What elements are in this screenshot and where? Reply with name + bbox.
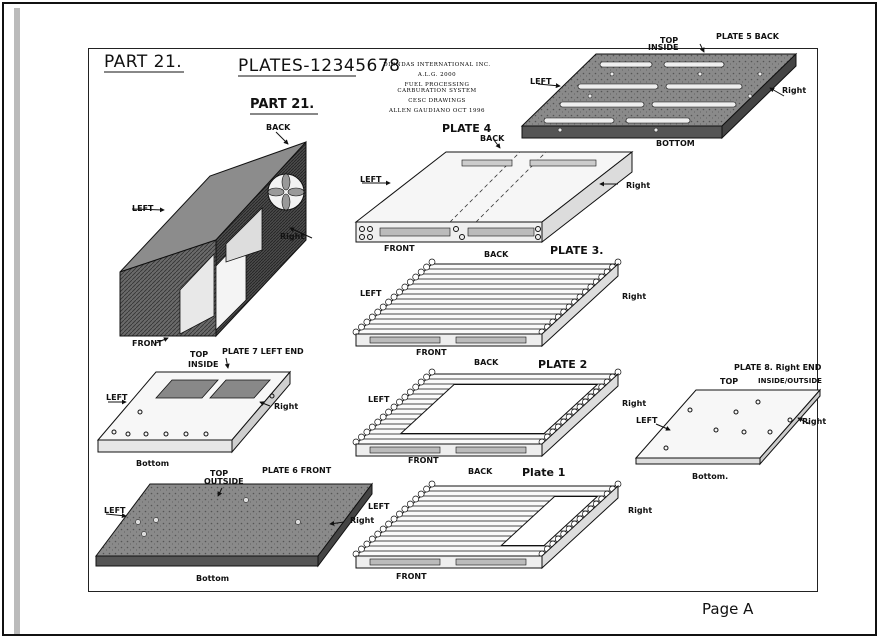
plate-5-drawing	[520, 43, 798, 140]
plate-4-drawing	[354, 139, 634, 244]
plate-1-title: Plate 1	[522, 466, 566, 479]
plate-3-right-label: Right	[622, 292, 647, 301]
stamp-line: CESC DRAWINGS	[408, 98, 466, 104]
plate-4-left-label: LEFT	[360, 175, 382, 184]
assembly-front-label: FRONT	[132, 339, 163, 348]
plate-6-top-label: TOP	[210, 469, 229, 478]
plate-7-top-label: TOP	[190, 350, 209, 359]
plates-title: PLATES-12345678	[238, 56, 401, 76]
plate-1-right-label: Right	[628, 506, 653, 515]
plate-3-left-label: LEFT	[360, 289, 382, 298]
plate-6-title: PLATE 6 FRONT	[262, 466, 332, 475]
binding-edge	[14, 8, 20, 634]
plate-2-drawing	[352, 368, 622, 458]
plate-6-left-label: LEFT	[104, 506, 126, 515]
plate-3-back-label: BACK	[484, 250, 509, 259]
plate-7-title: PLATE 7 LEFT END	[222, 347, 304, 356]
plate-2-back-label: BACK	[474, 358, 499, 367]
plate-2-right-label: Right	[622, 399, 647, 408]
plate-8-drawing	[634, 388, 822, 466]
title-stamp: DIONDAS INTERNATIONAL INC. A.L.G. 2000 F…	[382, 62, 492, 114]
plate-7-bottom-label: Bottom	[136, 459, 170, 468]
stamp-line: A.L.G. 2000	[417, 72, 457, 78]
part-subtitle: PART 21.	[250, 97, 315, 112]
plate-6-outside-label: OUTSIDE	[204, 477, 244, 486]
stamp-line: FUEL PROCESSING CARBURATION SYSTEM	[397, 82, 477, 94]
plate-3-front-label: FRONT	[416, 348, 447, 357]
drawing-frame	[88, 48, 818, 592]
page-label: Page A	[702, 600, 754, 618]
assembly-drawing	[119, 131, 313, 344]
plate-6-bottom-label: Bottom	[196, 574, 230, 583]
plate-8-bottom-label: Bottom.	[692, 472, 729, 481]
plate-8-title: PLATE 8. Right END	[734, 363, 822, 372]
plate-6-right-label: Right	[350, 516, 375, 525]
plate-5-top-label: TOP	[660, 36, 679, 45]
plate-8-left-label: LEFT	[636, 416, 658, 425]
plate-8-right-label: Right	[802, 417, 827, 426]
plate-4-title: PLATE 4	[442, 122, 492, 135]
plate-4-right-label: Right	[626, 181, 651, 190]
plate-1-back-label: BACK	[468, 467, 493, 476]
plate-7-drawing	[96, 357, 292, 454]
assembly-right-label: Right	[280, 232, 305, 241]
assembly-left-label: LEFT	[132, 204, 154, 213]
plate-1-front-label: FRONT	[396, 572, 427, 581]
plate-6-drawing	[95, 482, 373, 568]
plate-5-left-label: LEFT	[530, 77, 552, 86]
plate-5-right-label: Right	[782, 86, 807, 95]
part-title: PART 21.	[104, 52, 183, 72]
plate-5-title: PLATE 5 BACK	[716, 32, 779, 41]
plate-2-title: PLATE 2	[538, 358, 588, 371]
plate-3-drawing	[352, 258, 622, 348]
plate-7-inside-label: INSIDE	[188, 360, 219, 369]
plate-7-right-label: Right	[274, 402, 299, 411]
stamp-line: DIONDAS INTERNATIONAL INC.	[383, 62, 491, 68]
plate-4-back-label: BACK	[480, 134, 505, 143]
plate-5-inside-label: INSIDE	[648, 43, 679, 52]
plate-2-front-label: FRONT	[408, 456, 439, 465]
assembly-back-label: BACK	[266, 123, 291, 132]
plate-8-top-label: TOP	[720, 377, 739, 386]
plate-5-bottom-label: BOTTOM	[656, 139, 695, 148]
plate-7-left-label: LEFT	[106, 393, 128, 402]
plate-4-front-label: FRONT	[384, 244, 415, 253]
plate-1-left-label: LEFT	[368, 502, 390, 511]
plate-8-inside-label: INSIDE/OUTSIDE	[758, 377, 822, 385]
plate-3-title: PLATE 3.	[550, 244, 604, 257]
plate-2-left-label: LEFT	[368, 395, 390, 404]
plate-1-drawing	[352, 480, 622, 570]
stamp-line: ALLEN GAUDIANO OCT 1996	[388, 108, 486, 114]
